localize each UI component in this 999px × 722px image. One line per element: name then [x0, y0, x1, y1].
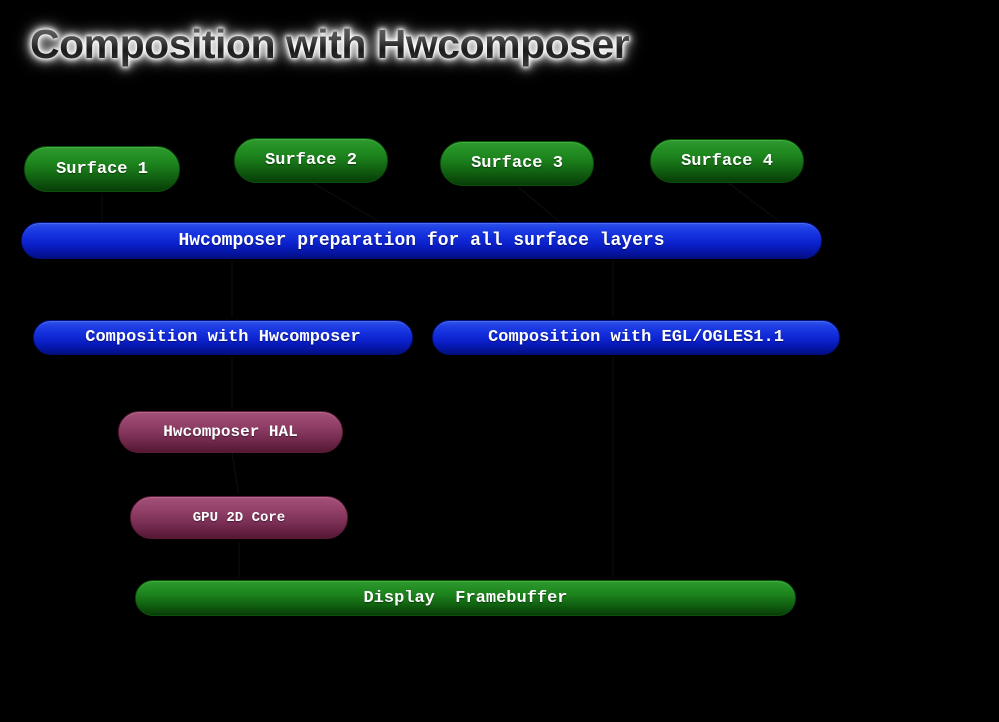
node-surface-1[interactable]: Surface 1	[24, 146, 180, 192]
connector-surface3-preparation	[516, 185, 561, 223]
node-composition-egl-label: Composition with EGL/OGLES1.1	[488, 328, 784, 347]
node-surface-2-label: Surface 2	[265, 151, 357, 170]
node-surface-4-label: Surface 4	[681, 151, 773, 171]
node-composition-hwcomposer[interactable]: Composition with Hwcomposer	[33, 320, 413, 355]
node-gpu-2d-core-label: GPU 2D Core	[192, 509, 286, 526]
node-surface-2[interactable]: Surface 2	[234, 138, 388, 183]
node-display-framebuffer[interactable]: Display Framebuffer	[135, 580, 796, 616]
node-surface-4[interactable]: Surface 4	[650, 139, 804, 183]
connector-hal-gpu	[231, 452, 240, 497]
node-surface-3[interactable]: Surface 3	[440, 141, 594, 186]
node-composition-egl[interactable]: Composition with EGL/OGLES1.1	[432, 320, 840, 355]
node-hwcomposer-hal-label: Hwcomposer HAL	[163, 423, 298, 441]
node-surface-3-label: Surface 3	[471, 154, 563, 173]
node-surface-1-label: Surface 1	[56, 159, 148, 179]
connector-surface4-preparation	[726, 181, 781, 223]
connector-surface2-preparation	[310, 181, 381, 223]
node-gpu-2d-core[interactable]: GPU 2D Core	[130, 496, 348, 539]
node-hwcomposer-preparation-label: Hwcomposer preparation for all surface l…	[178, 230, 665, 251]
node-hwcomposer-preparation[interactable]: Hwcomposer preparation for all surface l…	[21, 222, 822, 259]
node-display-framebuffer-label: Display Framebuffer	[363, 588, 568, 608]
page-title: Composition with Hwcomposer	[30, 21, 630, 67]
node-composition-hwcomposer-label: Composition with Hwcomposer	[85, 328, 361, 347]
node-hwcomposer-hal[interactable]: Hwcomposer HAL	[118, 411, 343, 453]
